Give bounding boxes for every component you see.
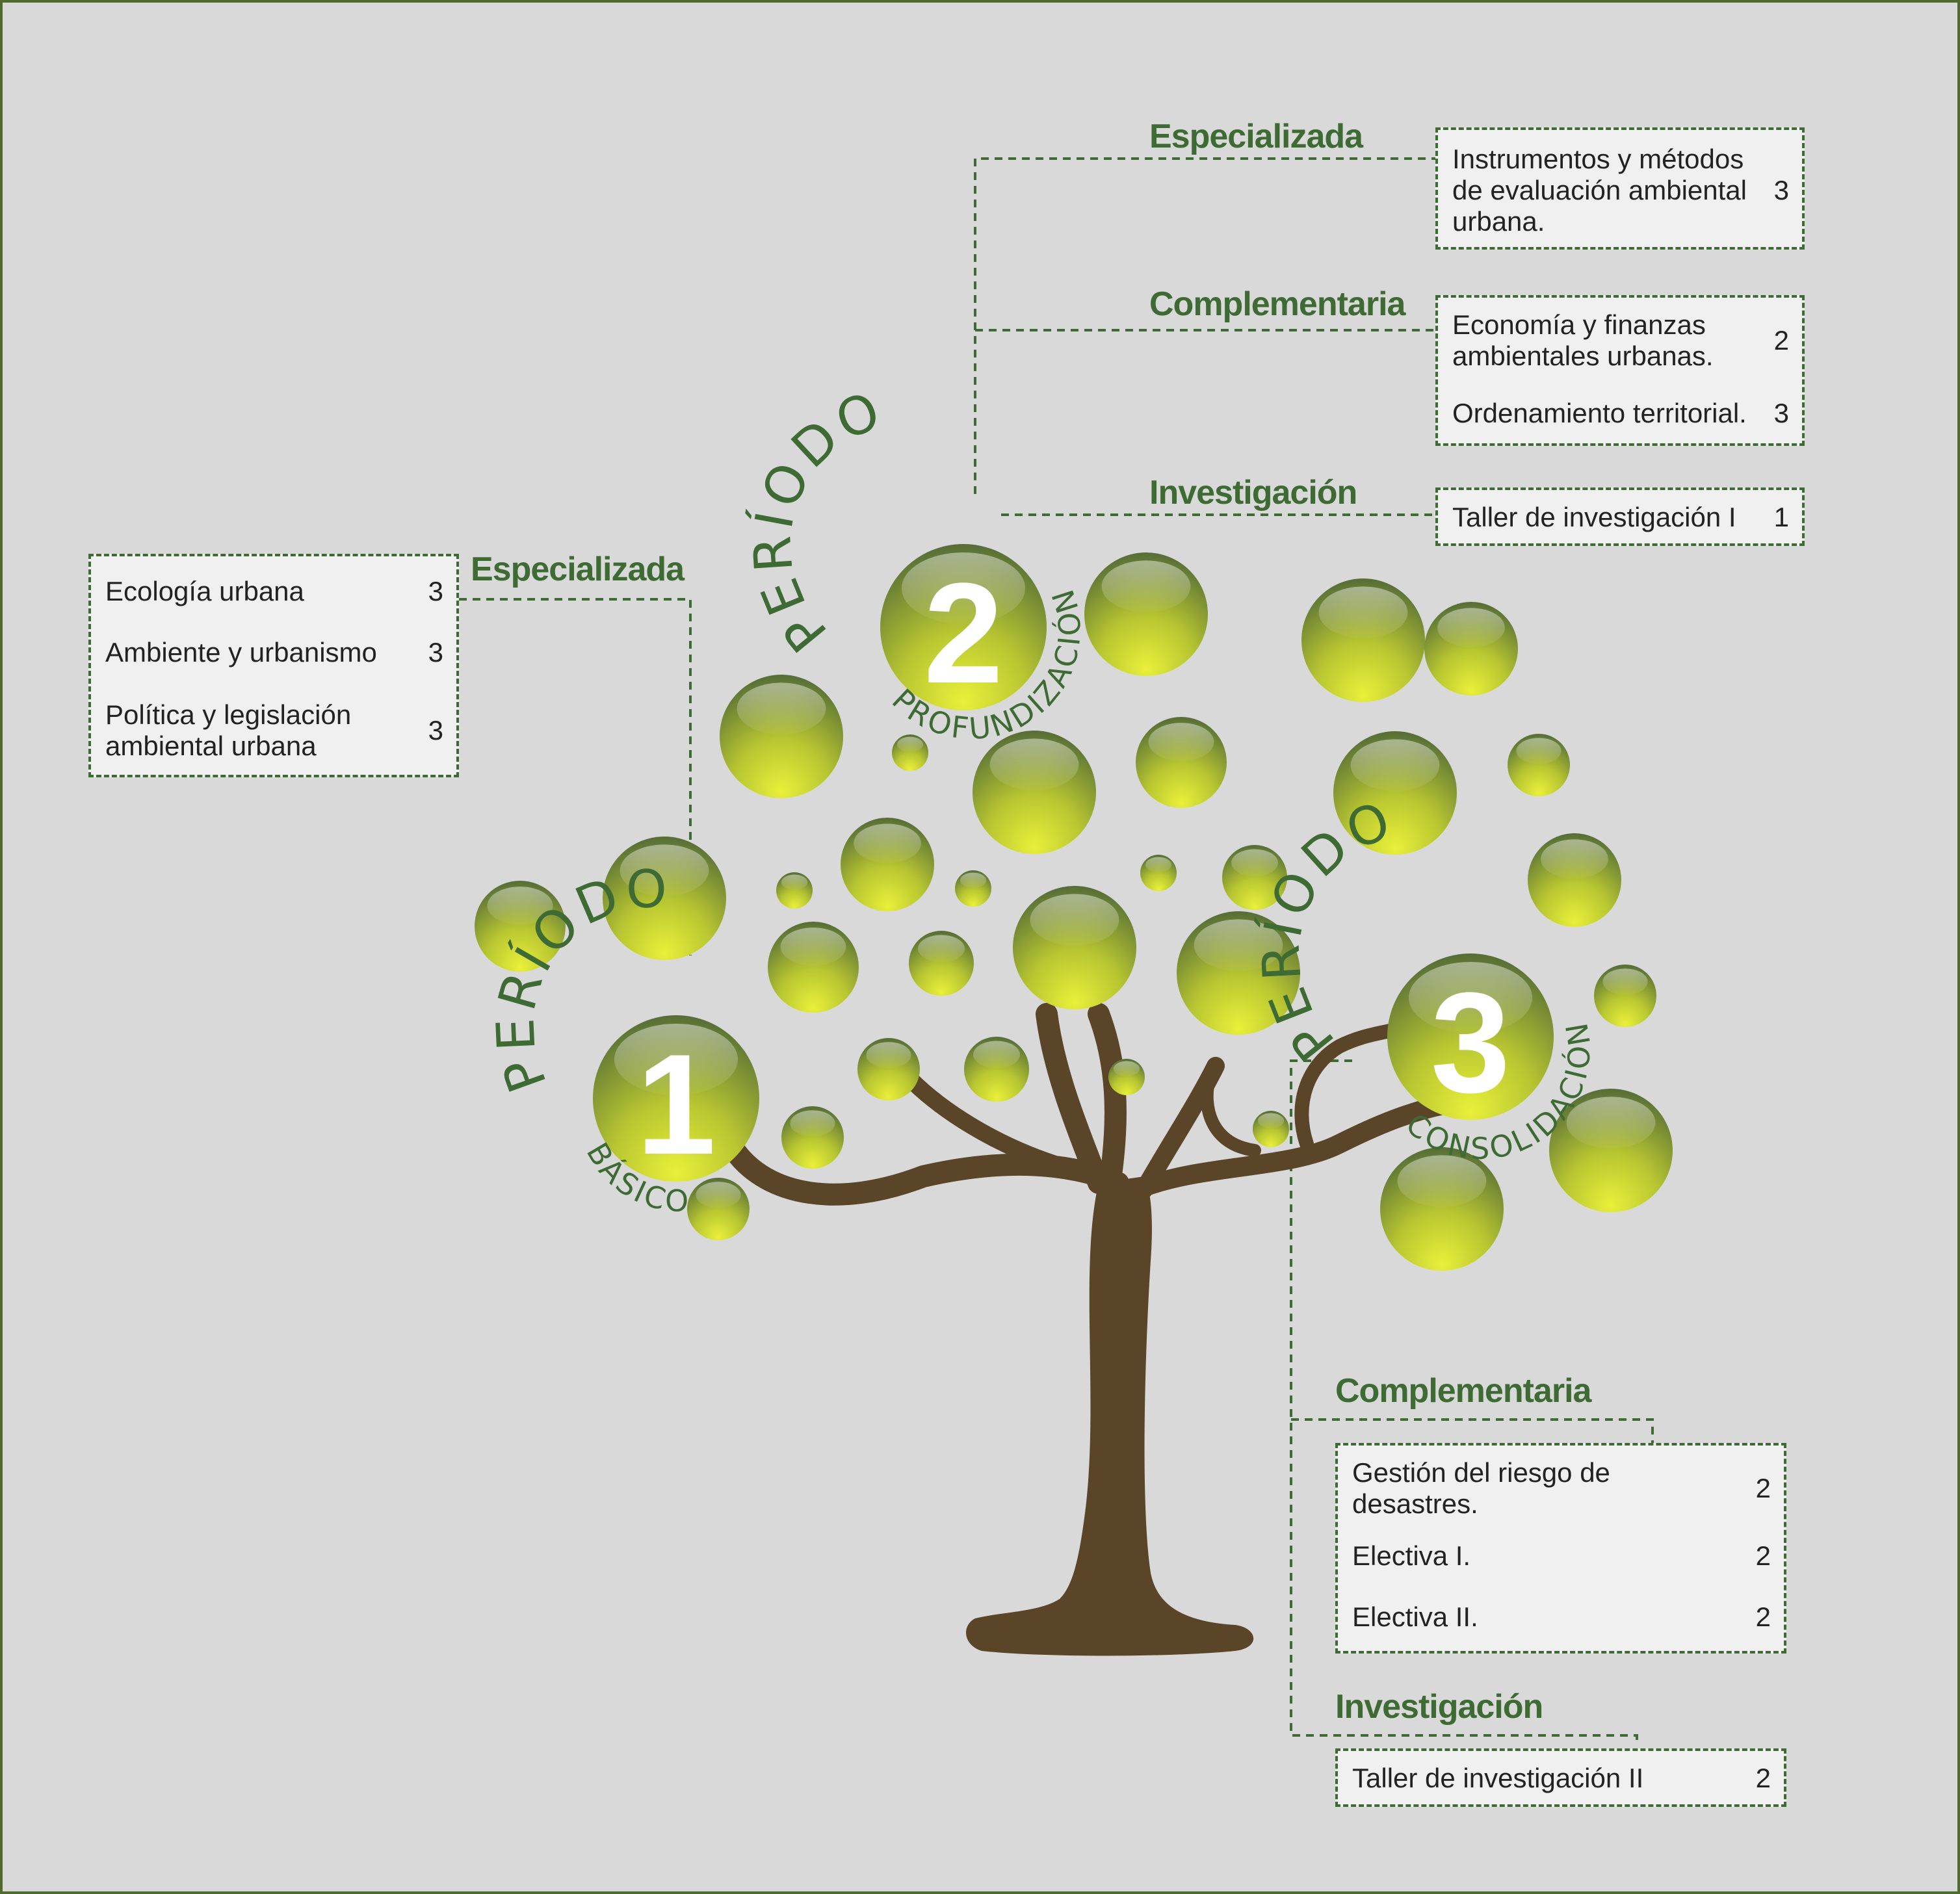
bubble-shine	[989, 738, 1079, 791]
bubble-shine	[854, 824, 921, 863]
bubble-shine	[896, 736, 924, 753]
p2-complementaria-box: Economía y finanzas ambientales urbanas.…	[1435, 295, 1805, 446]
bubble-shine	[1566, 1096, 1656, 1149]
connector-p1-especializada	[459, 598, 692, 955]
bubble-shine	[1516, 738, 1561, 764]
course-name: Taller de investigación I	[1452, 502, 1736, 532]
course-name: Ambiente y urbanismo	[105, 637, 377, 668]
period-2-title: PERÍODO	[742, 379, 888, 663]
course-name: Ecología urbana	[105, 576, 304, 606]
course-name: Electiva I.	[1352, 1540, 1471, 1571]
bubble-shine	[696, 1182, 741, 1208]
course-credits: 2	[1755, 1602, 1771, 1632]
course-name: Gestión del riesgo de desastres.	[1352, 1457, 1610, 1519]
connector-p3-main	[1290, 1059, 1638, 1746]
p2-especializada-box: Instrumentos y métodos de evaluación amb…	[1435, 127, 1805, 250]
course-item: Taller de investigación I 1	[1438, 500, 1802, 534]
course-item: Taller de investigación II 2	[1338, 1761, 1784, 1795]
course-credits: 2	[1755, 1473, 1771, 1503]
svg-text:PERÍODO: PERÍODO	[742, 379, 892, 663]
course-credits: 3	[428, 576, 443, 606]
bubble-shine	[1101, 560, 1191, 613]
canopy-bubbles	[475, 552, 1673, 1271]
p3-investigacion-box: Taller de investigación II 2	[1335, 1748, 1786, 1807]
course-credits: 3	[428, 715, 443, 746]
bubble-shine	[1257, 1113, 1285, 1129]
course-item: Economía y finanzas ambientales urbanas.…	[1438, 308, 1802, 373]
p1-especializada-label: Especializada	[471, 551, 685, 588]
p1-especializada-box: Ecología urbana 3 Ambiente y urbanismo 3…	[88, 554, 459, 777]
bubble-shine	[918, 935, 965, 963]
bubble-shine	[737, 682, 826, 735]
course-item: Ambiente y urbanismo 3	[91, 636, 456, 669]
course-credits: 3	[1773, 175, 1789, 205]
course-item: Electiva I. 2	[1338, 1539, 1784, 1573]
p2-complementaria-label: Complementaria	[1149, 285, 1405, 323]
p3-complementaria-label: Complementaria	[1335, 1372, 1591, 1410]
bubble-shine	[1231, 849, 1278, 877]
course-item: Ordenamiento territorial. 3	[1438, 396, 1802, 430]
connector-p3-complementaria	[1291, 1418, 1654, 1443]
bubble-shine	[973, 1041, 1020, 1069]
p2-especializada-label: Especializada	[1149, 118, 1363, 155]
bubble-shine	[790, 1110, 835, 1137]
bubble-shine	[960, 872, 987, 889]
bubble-shine	[1350, 739, 1440, 792]
course-item: Ecología urbana 3	[91, 575, 456, 608]
course-credits: 3	[428, 637, 443, 668]
p2-investigacion-box: Taller de investigación I 1	[1435, 487, 1805, 546]
course-credits: 2	[1755, 1763, 1771, 1793]
course-name: Ordenamiento territorial.	[1452, 398, 1747, 428]
connector-p2-especializada	[974, 157, 1435, 494]
course-item: Electiva II. 2	[1338, 1600, 1784, 1634]
bubble-shine	[1030, 894, 1119, 946]
course-credits: 2	[1755, 1540, 1771, 1571]
course-credits: 3	[1773, 398, 1789, 428]
bubble-shine	[781, 874, 808, 890]
bubble-shine	[1541, 839, 1608, 879]
course-name: Electiva II.	[1352, 1602, 1478, 1632]
bubble-shine	[1602, 968, 1648, 995]
course-name: Instrumentos y métodos de evaluación amb…	[1452, 144, 1747, 237]
course-credits: 2	[1773, 325, 1789, 356]
connector-lines	[459, 157, 1654, 1746]
tree-trunk	[966, 1176, 1254, 1656]
course-item: Gestión del riesgo de desastres. 2	[1338, 1456, 1784, 1521]
period-2-number: 2	[924, 553, 1003, 713]
bubble-shine	[620, 844, 709, 897]
course-item: Política y legislación ambiental urbana …	[91, 698, 456, 763]
p3-complementaria-box: Gestión del riesgo de desastres. 2 Elect…	[1335, 1443, 1786, 1654]
course-name: Política y legislación ambiental urbana	[105, 699, 352, 761]
bubble-shine	[1145, 857, 1172, 873]
p3-investigacion-label: Investigación	[1335, 1688, 1543, 1726]
tree-branches	[724, 1003, 1453, 1206]
bubble-shine	[1397, 1155, 1487, 1208]
bubble-shine	[1113, 1061, 1140, 1077]
course-name: Taller de investigación II	[1352, 1763, 1644, 1793]
bubble-shine	[780, 928, 846, 966]
bubble-shine	[1148, 723, 1214, 761]
bubble-shine	[866, 1042, 911, 1069]
bubble-shine	[1194, 919, 1283, 972]
bubble-shine	[1437, 608, 1505, 647]
course-name: Economía y finanzas ambientales urbanas.	[1452, 309, 1714, 371]
bubble-shine	[487, 887, 553, 925]
bubble-shine	[1318, 586, 1408, 639]
p2-investigacion-label: Investigación	[1149, 474, 1357, 512]
period-3-number: 3	[1431, 963, 1510, 1122]
course-item: Instrumentos y métodos de evaluación amb…	[1438, 143, 1802, 238]
period-1-number: 1	[636, 1024, 716, 1184]
course-credits: 1	[1773, 502, 1789, 532]
